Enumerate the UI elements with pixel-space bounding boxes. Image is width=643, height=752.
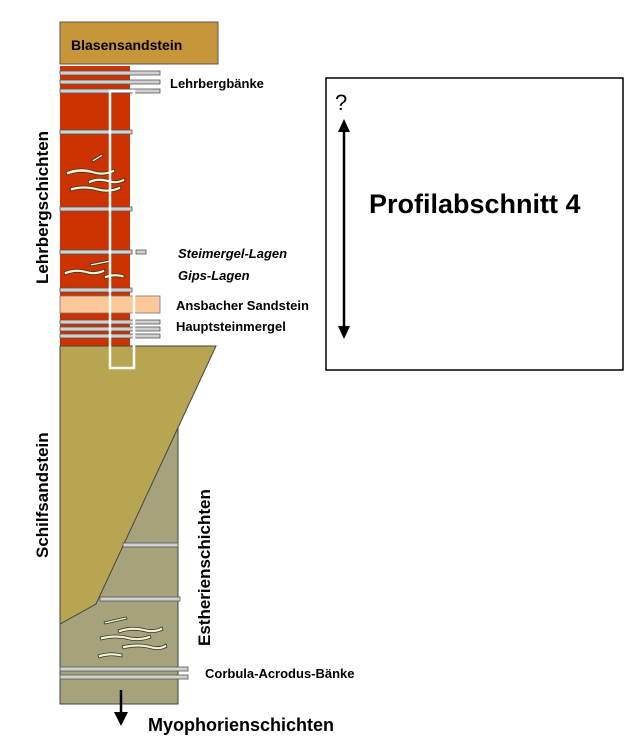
estherien-beds	[99, 542, 181, 602]
gips-lagen-label: Gips-Lagen	[178, 268, 250, 283]
lehrbergschichten-label: Lehrbergschichten	[33, 131, 52, 284]
corbula-acrodus-baenke-label: Corbula-Acrodus-Bänke	[205, 666, 355, 681]
schilfsandstein-label: Schilfsandstein	[33, 432, 52, 558]
profile-section-outline	[108, 89, 136, 370]
down-arrow-icon	[114, 690, 128, 726]
double-arrow-icon	[338, 119, 350, 339]
myophorienschichten-label: Myophorienschichten	[148, 715, 334, 735]
lehrberg-internal-beds	[59, 129, 147, 293]
steimergel-lagen-label: Steimergel-Lagen	[178, 246, 287, 261]
gypsum-lenses-upper	[65, 153, 126, 193]
blasensandstein-block	[59, 21, 219, 65]
hauptsteinmergel-label: Hauptsteinmergel	[176, 319, 286, 334]
profile-box	[325, 77, 624, 371]
schilfsandstein-body	[59, 345, 217, 625]
profile-box-title: Profilabschnitt 4	[369, 189, 581, 219]
question-mark: ?	[335, 90, 347, 115]
lehrbergbaenke-beds	[59, 70, 161, 94]
blasensandstein-label: Blasensandstein	[71, 37, 182, 53]
lehrbergbaenke-label: Lehrbergbänke	[170, 76, 264, 91]
gypsum-lenses-estherien	[97, 616, 168, 659]
ansbacher-sandstein-label: Ansbacher Sandstein	[176, 298, 309, 313]
corbula-acrodus-beds	[59, 666, 189, 680]
estherienschichten-label: Estherienschichten	[195, 489, 214, 646]
